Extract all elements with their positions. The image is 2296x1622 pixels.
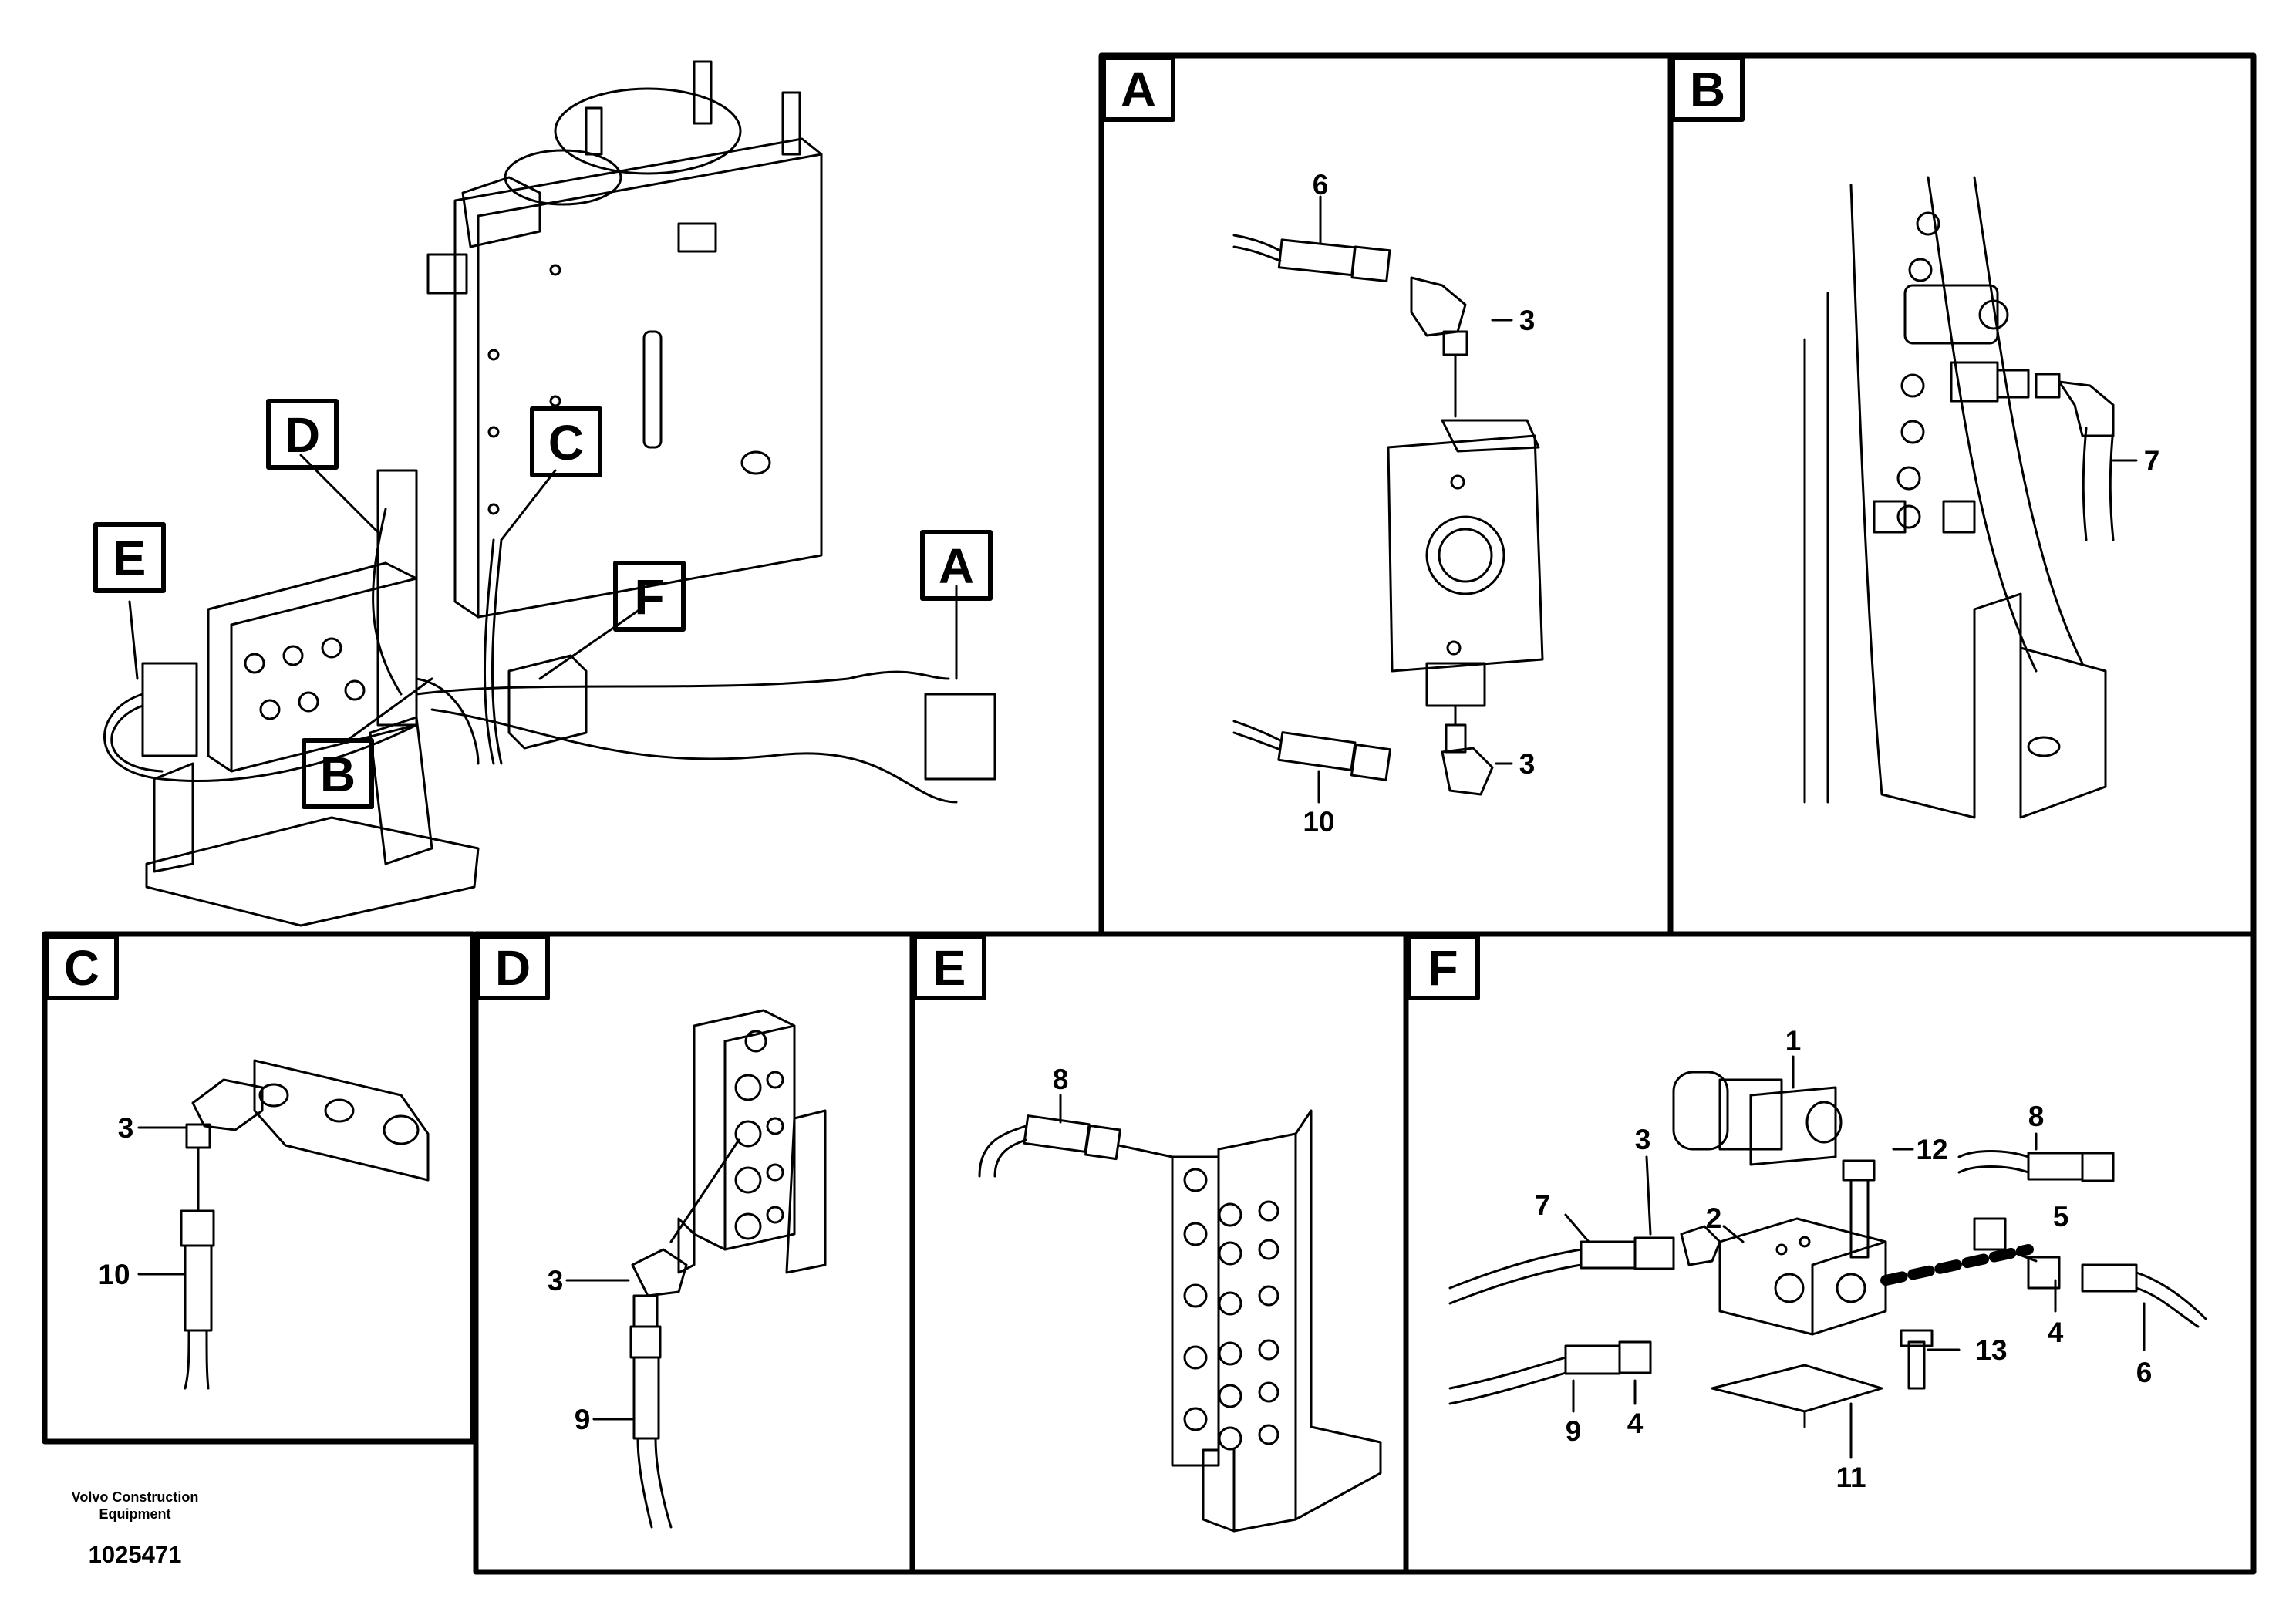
part-number: 10 [98,1259,130,1290]
panel-F-frame [1403,931,2257,1575]
part-number: 9 [575,1404,591,1435]
part-number: 2 [1706,1202,1722,1234]
part-number: 4 [1627,1408,1644,1439]
illustration-number: 1025471 [88,1541,182,1568]
part-number: 1 [1785,1025,1802,1057]
part-number: 3 [548,1265,564,1297]
part-number: 11 [1836,1462,1866,1493]
callout-box-F[interactable] [613,561,686,632]
part-number: 3 [1635,1124,1651,1155]
part-number: 10 [1303,806,1334,838]
callout-box-C[interactable] [530,406,602,477]
part-number: 13 [1975,1334,2007,1366]
part-number: 3 [1519,305,1536,336]
callout-label-C[interactable]: C [548,415,584,470]
callout-box-E[interactable] [93,522,166,593]
callout-label-A[interactable]: A [939,538,974,594]
callout-label-E[interactable]: E [113,531,147,586]
panel-E-drawing [978,1094,1382,1533]
part-number: 7 [1535,1189,1551,1221]
panel-E-frame [909,931,1409,1575]
panel-C-frame [42,931,476,1445]
callout-label-F[interactable]: F [634,569,664,625]
part-number: 3 [1519,748,1536,780]
panel-B-frame [1667,52,2257,937]
part-number: 6 [2136,1357,2153,1388]
panel-C-drawing [137,1059,430,1390]
part-number: 8 [1053,1064,1069,1095]
callout-label-B[interactable]: B [320,747,356,802]
part-number: 7 [2144,445,2160,477]
callout-label-D[interactable]: D [285,407,320,463]
part-number: 5 [2053,1201,2069,1233]
panel-B-drawing [1803,176,2138,819]
part-number: 3 [118,1112,134,1144]
panel-A-drawing [1232,195,1544,804]
overview-machine [103,60,996,927]
panel-D-letter: D [495,940,531,996]
panel-B-letter: B [1690,62,1725,117]
callout-box-D[interactable] [266,399,339,470]
part-number: 9 [1566,1415,1582,1447]
part-number: 6 [1313,169,1329,201]
panel-C-letter: C [64,940,99,996]
part-number: 8 [2028,1101,2045,1132]
panel-F-letter: F [1428,940,1458,996]
panel-D-drawing [565,1009,827,1529]
callout-box-B[interactable] [302,738,374,809]
callout-box-A[interactable] [920,530,993,601]
panel-E-letter: E [933,940,966,996]
part-number: 4 [2048,1317,2064,1348]
brand-line-2: Equipment [99,1506,171,1522]
panel-F-drawing [1448,1055,2207,1459]
part-number: 12 [1916,1134,1947,1165]
brand-line-1: Volvo Construction [71,1489,199,1505]
footer: Volvo Construction Equipment 1025471 [46,1489,224,1569]
panel-A-letter: A [1121,62,1156,117]
panel-A-frame [1098,52,1674,937]
